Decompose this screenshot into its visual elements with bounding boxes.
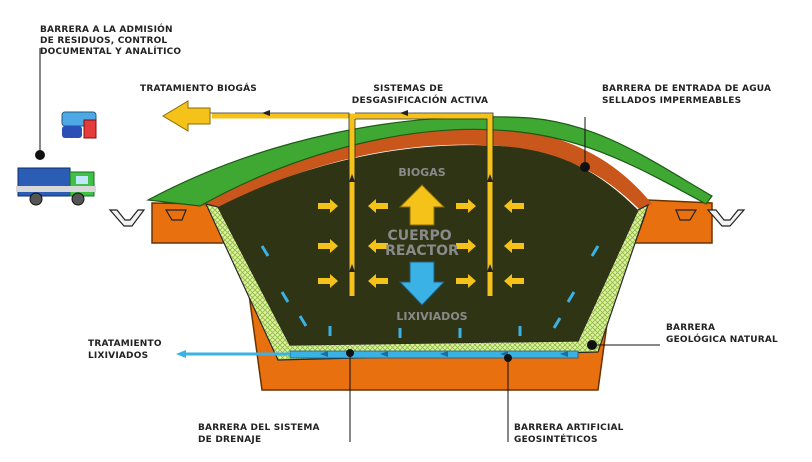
soil-cover bbox=[198, 124, 652, 210]
label-sistemas-desgasificacion: SISTEMAS DE DESGASIFICACIÓN ACTIVA bbox=[352, 84, 488, 106]
leader-lines bbox=[39, 48, 660, 442]
truck-icon bbox=[16, 167, 96, 206]
label-biogas: BIOGAS bbox=[398, 166, 445, 179]
biogas-output-arrow bbox=[162, 100, 211, 132]
ditch-right bbox=[675, 209, 746, 227]
label-lixiviados: LIXIVIADOS bbox=[396, 310, 467, 323]
biogas-up-arrow bbox=[398, 184, 446, 226]
green-cap bbox=[146, 116, 713, 207]
degassing-pipes bbox=[212, 113, 493, 296]
label-barrera-admision: BARRERA A LA ADMISIÓN DE RESIDUOS, CONTR… bbox=[40, 23, 181, 57]
label-barrera-artificial: BARRERA ARTIFICIAL GEOSINTÉTICOS bbox=[514, 423, 627, 445]
label-barrera-entrada-agua: BARRERA DE ENTRADA DE AGUA SELLADOS IMPE… bbox=[602, 84, 775, 106]
leachate-flow-arrows bbox=[260, 245, 600, 338]
label-tratamiento-biogas: TRATAMIENTO BIOGÁS bbox=[140, 82, 257, 94]
label-tratamiento-lixiviados: TRATAMIENTO LIXIVIADOS bbox=[88, 339, 165, 361]
ditch-left bbox=[108, 209, 187, 227]
waste-body bbox=[218, 145, 638, 345]
gas-flow-arrows bbox=[318, 199, 524, 288]
leachate-down-arrow bbox=[398, 261, 446, 306]
label-barrera-drenaje: BARRERA DEL SISTEMA DE DRENAJE bbox=[198, 423, 323, 445]
label-cuerpo-reactor: CUERPO REACTOR bbox=[385, 228, 459, 259]
label-barrera-geologica: BARRERA GEOLÓGICA NATURAL bbox=[666, 323, 778, 345]
container-icon bbox=[61, 111, 97, 139]
drainage-pipe bbox=[176, 350, 579, 359]
